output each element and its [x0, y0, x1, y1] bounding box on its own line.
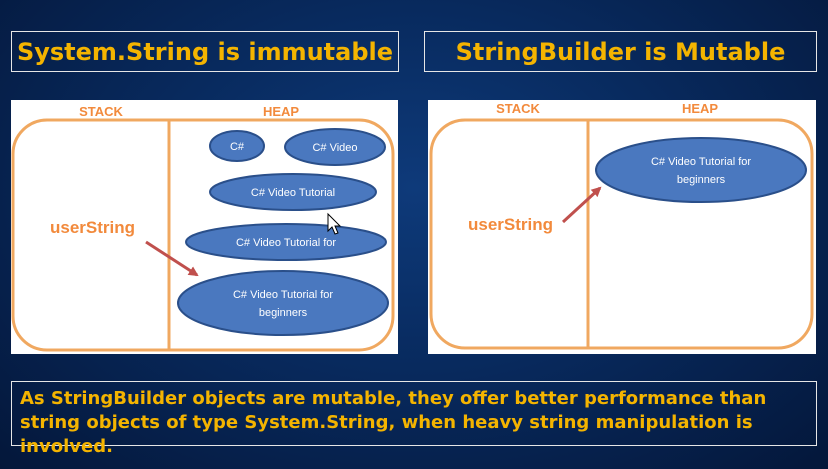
variable-label: userString	[50, 218, 135, 237]
immutable-diagram: STACK HEAP C# C# Video C# Video Tutorial…	[11, 100, 398, 354]
left-title: System.String is immutable	[11, 31, 399, 72]
string-object: C# Video Tutorial for beginners	[177, 270, 389, 336]
stringbuilder-object-text: beginners	[677, 174, 726, 186]
mutable-diagram-svg: STACK HEAP C# Video Tutorial for beginne…	[429, 101, 814, 350]
string-object: C# Video Tutorial	[209, 173, 377, 211]
string-object-text: C# Video	[312, 142, 357, 154]
string-object-text: C# Video Tutorial	[251, 187, 335, 199]
reference-arrow	[145, 240, 199, 277]
memory-frame	[11, 118, 395, 352]
left-title-text: System.String is immutable	[16, 37, 394, 66]
string-object-text: beginners	[259, 307, 308, 319]
stringbuilder-object-text: C# Video Tutorial for	[651, 156, 751, 168]
stringbuilder-object: C# Video Tutorial for beginners	[595, 137, 807, 203]
immutable-diagram-svg: STACK HEAP C# C# Video C# Video Tutorial…	[11, 104, 395, 352]
summary-text: As StringBuilder objects are mutable, th…	[20, 388, 767, 457]
mutable-diagram: STACK HEAP C# Video Tutorial for beginne…	[428, 100, 816, 354]
string-object-text: C# Video Tutorial for	[236, 237, 336, 249]
stack-label: STACK	[496, 101, 540, 116]
string-object: C# Video Tutorial for	[185, 223, 387, 261]
right-title-text: StringBuilder is Mutable	[455, 37, 786, 66]
heap-label: HEAP	[682, 101, 718, 116]
string-object-text: C# Video Tutorial for	[233, 289, 333, 301]
memory-frame	[429, 118, 814, 350]
string-object: C# Video	[284, 128, 386, 166]
right-title: StringBuilder is Mutable	[424, 31, 817, 72]
string-object-text: C#	[230, 141, 245, 153]
stack-label: STACK	[79, 104, 123, 119]
summary-box: As StringBuilder objects are mutable, th…	[11, 381, 817, 457]
string-object: C#	[209, 130, 265, 162]
mouse-cursor-icon	[327, 212, 342, 235]
heap-label: HEAP	[263, 104, 299, 119]
reference-arrow	[561, 186, 602, 224]
variable-label: userString	[468, 215, 553, 234]
